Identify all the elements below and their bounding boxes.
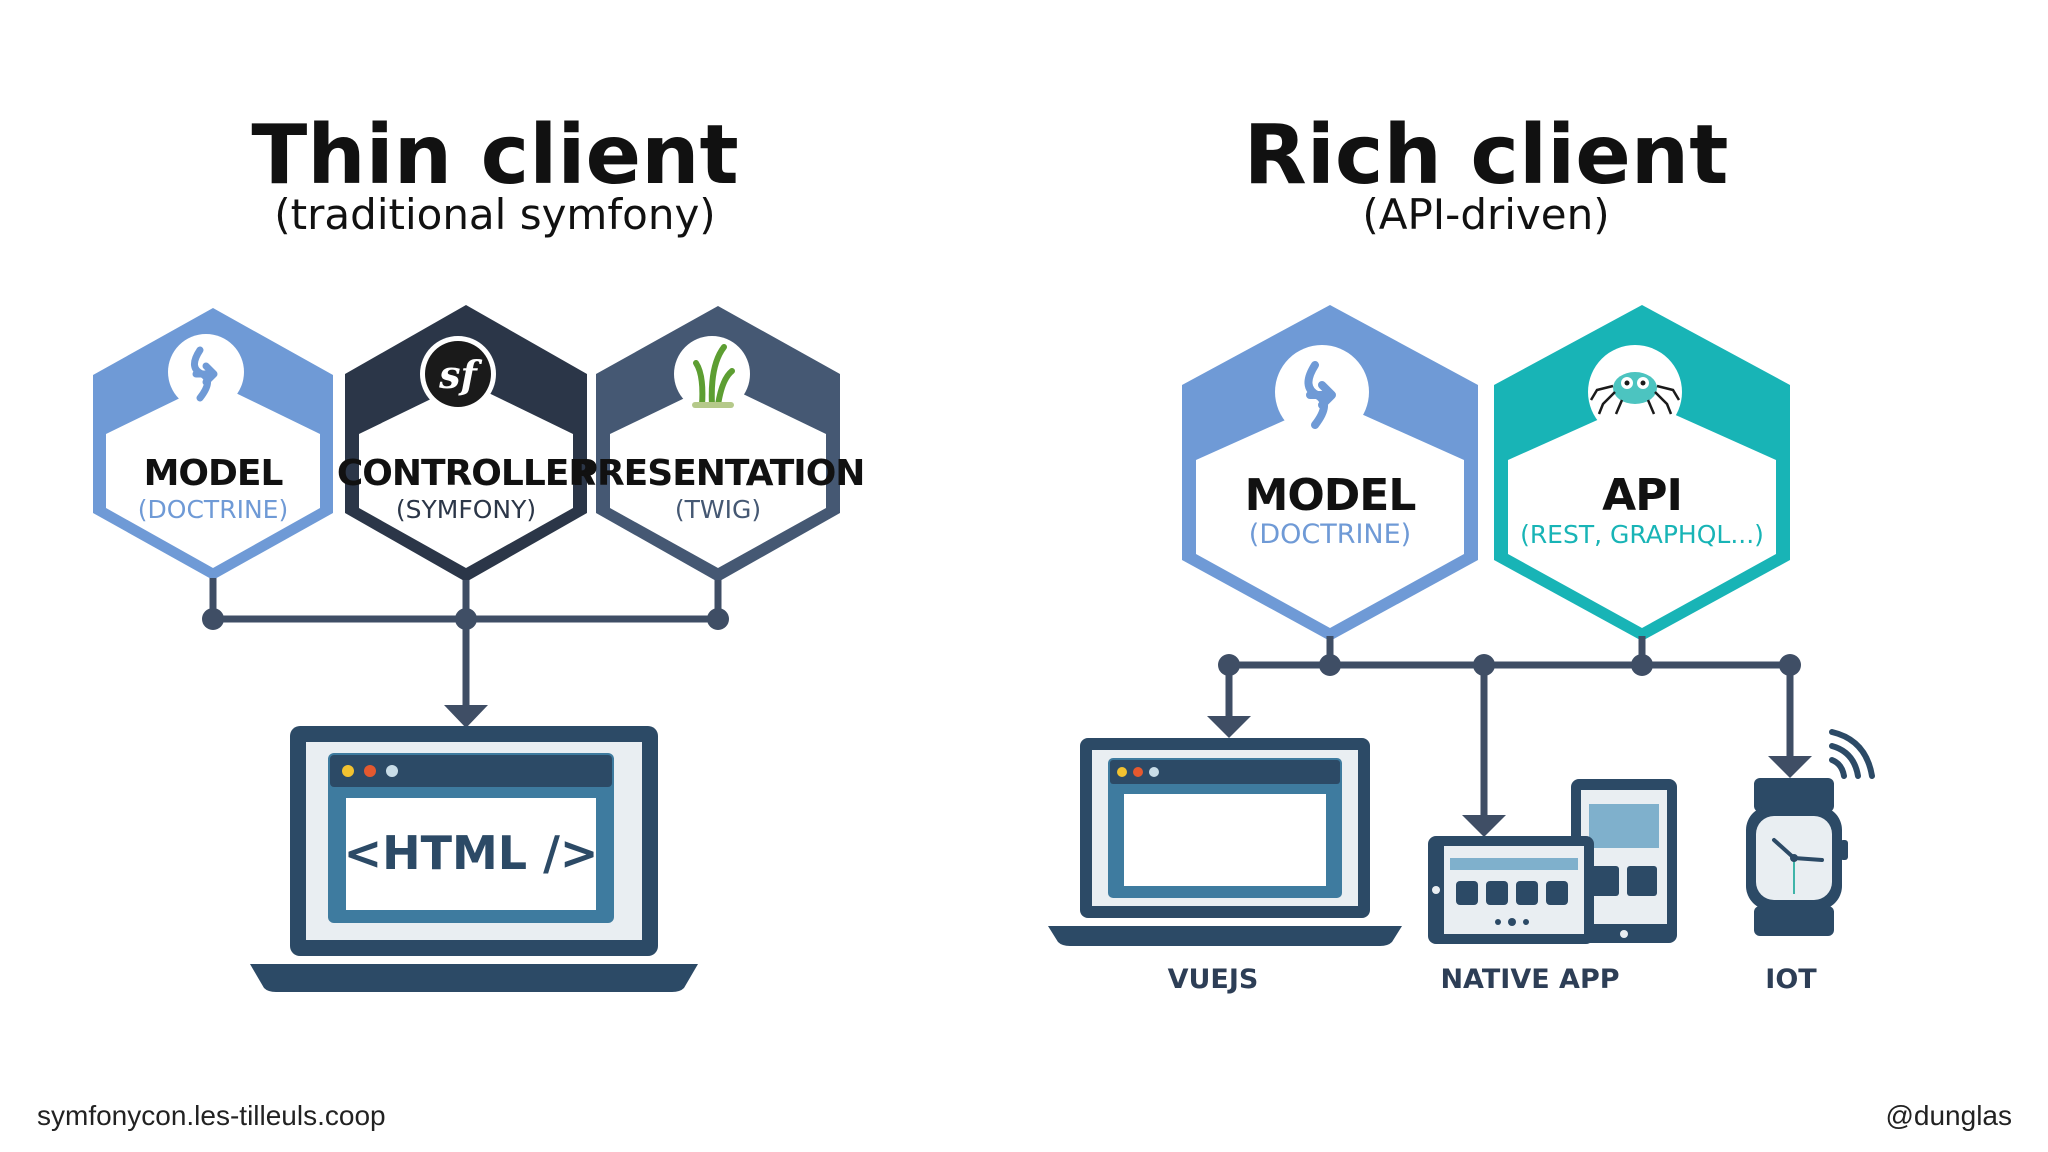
thin-connector [202,578,729,728]
rich-model-hexagon: MODEL (DOCTRINE) [1182,305,1478,641]
rich-api-sub: (REST, GRAPHQL...) [1520,520,1764,549]
thin-client-section: Thin client (traditional symfony) MODEL … [93,108,865,992]
svg-text:sf: sf [438,352,482,397]
thin-controller-sub: (SYMFONY) [396,495,536,524]
html-text: <HTML /> [344,826,599,880]
iot-smartwatch-icon [1746,729,1875,936]
rich-api-label: API [1602,470,1682,521]
thin-model-hexagon: MODEL (DOCTRINE) [93,308,333,580]
thin-controller-hexagon: sf CONTROLLER (SYMFONY) [337,305,596,582]
device-label-vuejs: VUEJS [1168,964,1259,995]
doctrine-icon [168,334,244,410]
rich-model-sub: (DOCTRINE) [1249,519,1411,550]
thin-model-sub: (DOCTRINE) [138,495,288,524]
native-app-icon [1428,779,1677,944]
symfony-icon: sf [420,336,496,412]
rich-model-label: MODEL [1245,470,1416,521]
vuejs-laptop-icon [1048,738,1402,946]
thin-presentation-hexagon: PRESENTATION (TWIG) [572,306,865,582]
rich-client-subtitle: (API-driven) [1362,190,1609,239]
rich-client-section: Rich client (API-driven) MODEL (DOCTRINE… [1048,108,1875,995]
device-label-iot: IOT [1765,964,1817,995]
rich-api-hexagon: API (REST, GRAPHQL...) [1494,305,1790,641]
wifi-signal-icon [1829,729,1875,779]
rich-connector [1207,636,1812,837]
thin-presentation-label: PRESENTATION [572,453,865,494]
thin-client-subtitle: (traditional symfony) [274,190,715,239]
thin-model-label: MODEL [144,453,283,494]
rich-client-title: Rich client [1244,108,1729,203]
thin-controller-label: CONTROLLER [337,453,596,494]
doctrine-icon [1275,345,1369,439]
thin-presentation-sub: (TWIG) [675,495,761,524]
thin-laptop-icon: <HTML /> [250,726,698,992]
footer-url: symfonycon.les-tilleuls.coop [37,1100,386,1131]
device-label-native-app: NATIVE APP [1440,964,1619,995]
api-platform-spider-icon [1588,345,1682,439]
thin-client-title: Thin client [251,108,738,203]
footer-handle: @dunglas [1885,1100,2012,1131]
twig-icon [674,336,750,412]
